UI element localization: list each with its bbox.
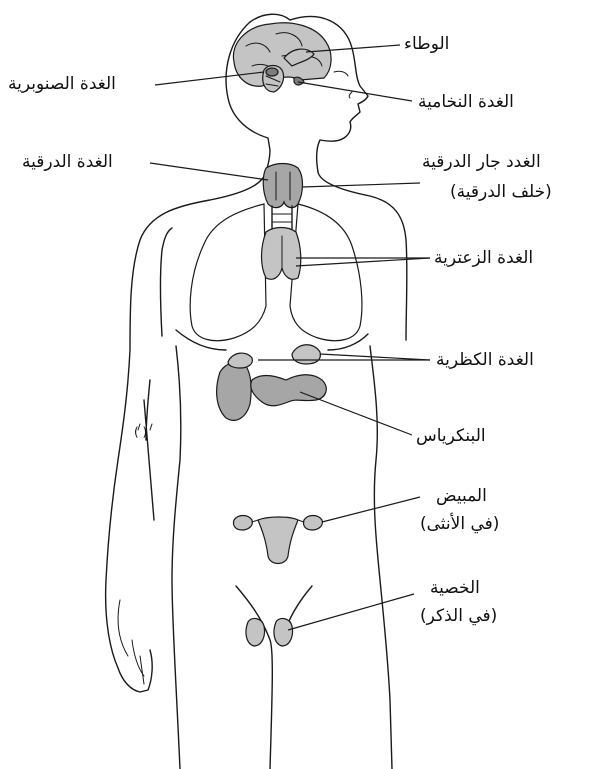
label-pineal-gland: الغدة الصنوبرية	[8, 72, 116, 96]
label-parathyroid-glands: الغدد جار الدرقية	[422, 150, 541, 174]
pancreas	[251, 375, 327, 406]
label-pituitary-gland: الغدة النخامية	[418, 90, 514, 114]
label-pancreas: البنكرياس	[416, 424, 486, 448]
label-testis: الخصية	[430, 576, 480, 600]
thyroid-gland	[263, 164, 302, 208]
liver	[217, 363, 252, 421]
label-adrenal-glands: الغدة الكظرية	[436, 348, 534, 372]
label-thymus-gland: الغدة الزعترية	[434, 246, 533, 270]
figure-mark: ( )	[134, 420, 147, 444]
thymus-gland	[262, 228, 301, 280]
label-thyroid-gland: الغدة الدرقية	[22, 150, 113, 174]
testes	[246, 619, 293, 646]
label-ovary-note: (في الأنثى)	[420, 512, 499, 536]
label-parathyroid-note: (خلف الدرقية)	[450, 180, 552, 204]
label-ovary: المبيض	[436, 484, 487, 508]
ovaries-uterus	[233, 516, 322, 564]
label-testis-note: (في الذكر)	[420, 604, 497, 628]
brain	[233, 23, 331, 92]
label-hypothalamus: الوطاء	[404, 32, 449, 56]
adrenal-glands	[228, 345, 320, 368]
